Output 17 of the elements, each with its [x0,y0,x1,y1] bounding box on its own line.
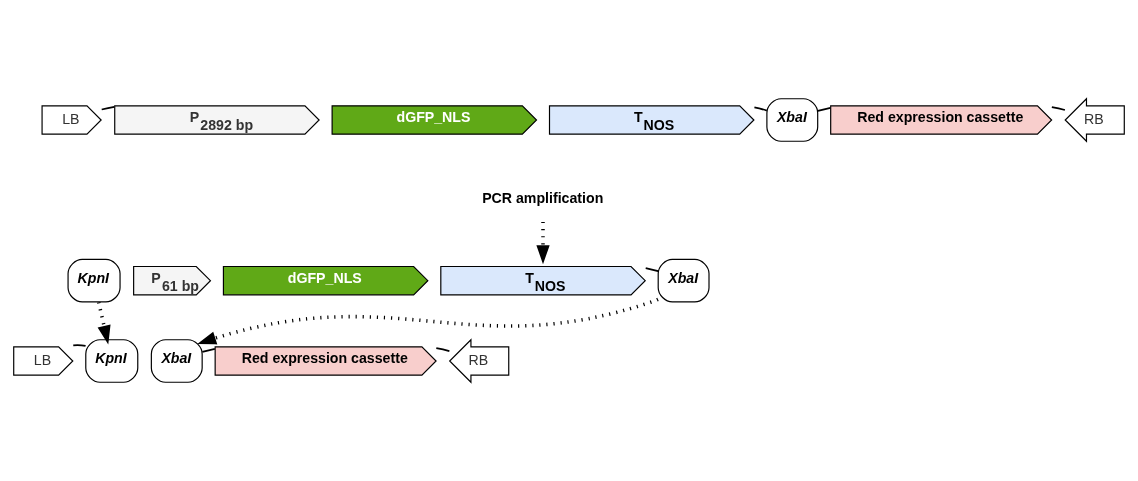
node-text: PCR amplification [482,189,604,206]
node-box: XbaI [150,339,203,383]
connector [201,347,216,353]
arrow [97,301,111,345]
connector [72,344,87,347]
connector [100,105,116,111]
arrow [197,297,659,345]
connector [753,106,768,112]
node-box: XbaI [657,258,710,303]
connector [1050,106,1066,111]
arrow [536,222,550,265]
connector [644,267,660,273]
node-box: KpnI [67,258,121,303]
connector [435,347,451,352]
node-box: XbaI [766,98,819,142]
connector [817,106,832,112]
node-box: KpnI [85,339,139,383]
